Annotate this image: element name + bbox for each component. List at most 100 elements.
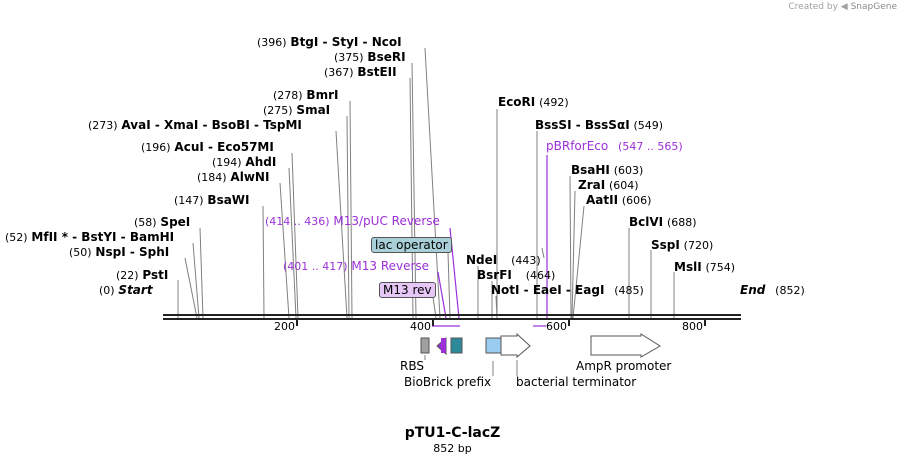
enzyme-name: AlwNI bbox=[230, 170, 270, 184]
enzyme-name: NspI - SphI bbox=[95, 245, 170, 259]
enzyme-name: SpeI bbox=[160, 215, 191, 229]
enzyme-psti-label[interactable]: (22) PstI bbox=[116, 268, 168, 283]
enzyme-name: BclVI bbox=[629, 215, 664, 229]
enzyme-position: (375) bbox=[334, 51, 364, 64]
enzyme-position: (52) bbox=[5, 231, 28, 244]
bacterial-terminator-arrow bbox=[500, 332, 531, 359]
lac-operator-label[interactable]: lac operator bbox=[371, 237, 452, 253]
enzyme-aatii-label[interactable]: AatII (606) bbox=[586, 193, 651, 208]
enzyme-noti-label[interactable]: NotI - EaeI - EagI (485) bbox=[491, 283, 644, 298]
ruler-label-800: 800 bbox=[682, 320, 703, 333]
enzyme-position: (604) bbox=[609, 179, 639, 192]
enzyme-position: (485) bbox=[614, 284, 644, 297]
enzyme-bsahi-label[interactable]: BsaHI (603) bbox=[571, 163, 643, 178]
enzyme-name: BsrFI bbox=[477, 268, 512, 282]
enzyme-ndei-label[interactable]: NdeI (443) bbox=[466, 253, 541, 268]
enzyme-position: (22) bbox=[116, 269, 139, 282]
m13-rev-label[interactable]: M13 rev bbox=[379, 282, 436, 298]
connector-alwni bbox=[279, 182, 290, 319]
enzyme-avai-label[interactable]: (273) AvaI - XmaI - BsoBI - TspMI bbox=[88, 118, 302, 133]
connector-smai bbox=[346, 115, 350, 319]
connector-sphi bbox=[184, 257, 198, 319]
bacterial-terminator-label[interactable]: bacterial terminator bbox=[516, 375, 637, 389]
enzyme-name: AatII bbox=[586, 193, 619, 207]
enzyme-bsrfi-label[interactable]: BsrFI (464) bbox=[477, 268, 555, 283]
ampr-promoter-label[interactable]: AmpR promoter bbox=[576, 359, 672, 373]
enzyme-name: MfII * - BstYI - BamHI bbox=[31, 230, 175, 244]
connector-zrai bbox=[571, 190, 576, 319]
primer-m13-reverse[interactable]: (401 .. 417) M13 Reverse bbox=[283, 259, 429, 273]
snapgene-logo-icon: ◀ bbox=[840, 2, 848, 12]
rbs-feature bbox=[420, 337, 430, 354]
connector-lac-operator bbox=[447, 251, 451, 319]
backbone-top-strand bbox=[163, 314, 741, 316]
ruler-label-200: 200 bbox=[274, 320, 295, 333]
connector-ncoi bbox=[424, 47, 441, 319]
enzyme-alwni-label[interactable]: (184) AlwNI bbox=[197, 170, 269, 185]
enzyme-bsteii-label[interactable]: (367) BstEII bbox=[324, 65, 397, 80]
enzyme-bsawi-label[interactable]: (147) BsaWI bbox=[174, 193, 250, 208]
enzyme-sphi-label[interactable]: (50) NspI - SphI bbox=[69, 245, 169, 260]
sequence-end-label: End (852) bbox=[740, 283, 805, 298]
enzyme-name: EcoRI bbox=[498, 95, 536, 109]
ruler-label-400: 400 bbox=[410, 320, 431, 333]
enzyme-name: BmrI bbox=[306, 88, 339, 102]
connector-spei bbox=[199, 227, 204, 319]
connector-443 bbox=[541, 247, 545, 259]
ruler-label-600: 600 bbox=[546, 320, 567, 333]
biobrick-prefix-label[interactable]: BioBrick prefix bbox=[404, 375, 492, 389]
enzyme-bclvi-label[interactable]: BclVI (688) bbox=[629, 215, 697, 230]
enzyme-bsssi-label[interactable]: BssSI - BssSαI (549) bbox=[535, 118, 663, 133]
enzyme-position: (754) bbox=[705, 261, 736, 274]
connector-m13rev bbox=[437, 271, 447, 319]
enzyme-bseri-label[interactable]: (375) BseRI bbox=[334, 50, 406, 65]
enzyme-position: (278) bbox=[273, 89, 303, 102]
start-position: (0) bbox=[99, 284, 115, 297]
end-position: (852) bbox=[775, 284, 805, 297]
enzyme-name: BsaWI bbox=[207, 193, 250, 207]
enzyme-bamhi-label[interactable]: (52) MfII * - BstYI - BamHI bbox=[5, 230, 174, 245]
connector-bsahi bbox=[569, 175, 572, 319]
enzyme-name: NdeI bbox=[466, 253, 498, 267]
enzyme-sspi-label[interactable]: SspI (720) bbox=[651, 238, 713, 253]
primer-range: (401 .. 417) bbox=[283, 260, 348, 273]
plasmid-length: 852 bp bbox=[433, 442, 472, 455]
enzyme-name: BtgI - StyI - NcoI bbox=[290, 35, 402, 49]
plasmid-title: pTU1-C-lacZ bbox=[404, 425, 501, 441]
enzyme-name: AvaI - XmaI - BsoBI - TspMI bbox=[121, 118, 302, 132]
backbone-bottom-strand bbox=[163, 318, 741, 320]
connector-ahdi bbox=[288, 167, 297, 319]
enzyme-zrai-label[interactable]: ZraI (604) bbox=[578, 178, 639, 193]
enzyme-position: (273) bbox=[88, 119, 118, 132]
connector-bmri bbox=[349, 100, 353, 319]
primer-pbrforeco[interactable]: pBRforEco (547 .. 565) bbox=[546, 139, 683, 153]
enzyme-position: (688) bbox=[666, 216, 697, 229]
primer-range: (547 .. 565) bbox=[618, 140, 683, 153]
credit-prefix: Created by bbox=[788, 2, 838, 12]
enzyme-ecori-label[interactable]: EcoRI (492) bbox=[498, 95, 569, 110]
enzyme-position: (196) bbox=[141, 141, 171, 154]
enzyme-bmri-label[interactable]: (278) BmrI bbox=[273, 88, 338, 103]
enzyme-connector-lines bbox=[177, 47, 675, 319]
end-name: End bbox=[740, 283, 766, 297]
enzyme-position: (184) bbox=[197, 171, 227, 184]
rbs-label[interactable]: RBS bbox=[400, 359, 424, 373]
enzyme-acui-label[interactable]: (196) AcuI - Eco57MI bbox=[141, 140, 274, 155]
enzyme-name: NotI - EaeI - EagI bbox=[491, 283, 605, 297]
primer-range: (414 .. 436) bbox=[265, 215, 330, 228]
enzyme-position: (367) bbox=[324, 66, 354, 79]
enzyme-name: AcuI - Eco57MI bbox=[174, 140, 274, 154]
enzyme-spei-label[interactable]: (58) SpeI bbox=[134, 215, 190, 230]
enzyme-ahdi-label[interactable]: (194) AhdI bbox=[212, 155, 276, 170]
enzyme-position: (464) bbox=[525, 269, 556, 282]
primer-m13-puc-reverse[interactable]: (414 .. 436) M13/pUC Reverse bbox=[265, 214, 440, 228]
enzyme-position: (50) bbox=[69, 246, 92, 259]
connector-aatii bbox=[572, 205, 585, 319]
credit-brand: SnapGene bbox=[850, 2, 897, 12]
enzyme-smai-label[interactable]: (275) SmaI bbox=[263, 103, 330, 118]
enzyme-position: (603) bbox=[613, 164, 644, 177]
connector-avai bbox=[335, 130, 348, 319]
enzyme-name: BseRI bbox=[367, 50, 406, 64]
enzyme-msli-label[interactable]: MslI (754) bbox=[674, 260, 735, 275]
enzyme-ncoi-label[interactable]: (396) BtgI - StyI - NcoI bbox=[257, 35, 402, 50]
